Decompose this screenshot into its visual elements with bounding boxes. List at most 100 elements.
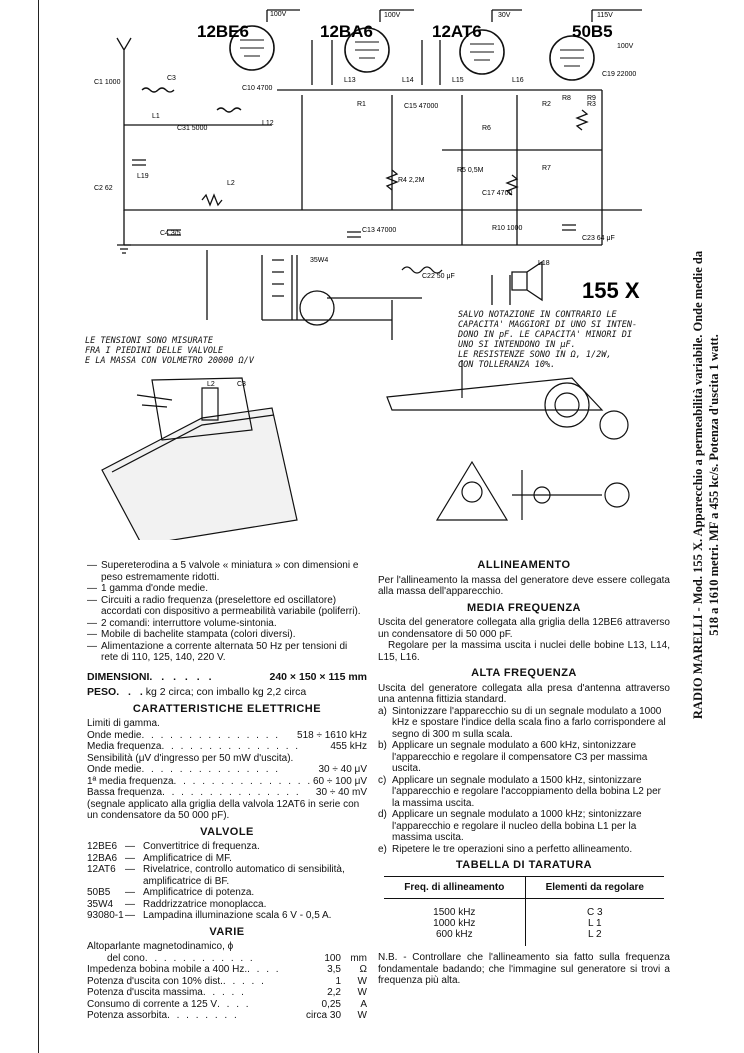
note-line: SALVO NOTAZIONE IN CONTRARIO LE	[458, 310, 617, 320]
allineamento-text: Per l'allineamento la massa del generato…	[378, 574, 670, 598]
side-title: RADIO MARELLI - Mod. 155 X. Apparecchio …	[690, 245, 742, 725]
component-label: C17 4700	[482, 190, 512, 197]
alignment-steps: a)Sintonizzare l'apparecchio su di un se…	[378, 706, 670, 856]
mf-text: Regolare per la massima uscita i nuclei …	[378, 640, 670, 663]
component-label: C4 3/5	[160, 230, 181, 237]
circuit-schematic: 12BE6 12BA6 12AT6 50B5 35W4 100V 100V 30…	[94, 9, 642, 540]
spec-row: Media frequenza. . . . . . . . . . . . .…	[87, 741, 367, 752]
allineamento-heading: ALLINEAMENTO	[477, 559, 571, 571]
volt-label: 100V	[384, 12, 401, 19]
varie-row: Potenza d'uscita con 10% dist. . . . . .…	[87, 975, 367, 987]
feature-item: —1 gamma d'onde medie.	[87, 583, 208, 594]
valve-label-12be6: 12BE6	[197, 22, 249, 41]
spec-row: Onde medie. . . . . . . . . . . . . . .5…	[87, 729, 367, 741]
valve-row: 12BE6—Convertitrice di frequenza.	[87, 841, 260, 852]
volt-label: 100V	[270, 11, 287, 18]
varie-intro: Altoparlante magnetodinamico, ϕ	[87, 941, 234, 952]
tabella-heading: TABELLA DI TARATURA	[455, 859, 593, 871]
caratteristiche-heading: CARATTERISTICHE ELETTRICHE	[132, 702, 322, 715]
note-line: CON TOLLERANZA 10%.	[458, 360, 556, 370]
component-label: L12	[262, 120, 274, 127]
valve-row: 50B5—Amplificatrice di potenza.	[87, 887, 255, 898]
alignment-step: d)Applicare un segnale modulato a 1000 k…	[378, 809, 642, 843]
nb-note: N.B. - Controllare che l'allineamento si…	[378, 952, 670, 986]
component-label: L15	[452, 77, 464, 84]
volt-label: 115V	[597, 12, 613, 19]
valve-label-12ba6: 12BA6	[320, 22, 373, 41]
component-label: L13	[344, 77, 356, 84]
rectifier-label: 35W4	[310, 257, 328, 264]
component-label: C19 22000	[602, 71, 636, 78]
component-label: C10 4700	[242, 85, 272, 92]
component-label: C13 47000	[362, 227, 396, 234]
calibration-table: Freq. di allineamento Elementi da regola…	[384, 875, 664, 946]
note-line: DONO IN pF. LE CAPACITA' MINORI DI	[458, 330, 632, 340]
spec-row: 1ª media frequenza. . . . . . . . . . . …	[87, 775, 367, 787]
alignment-column: ALLINEAMENTO Per l'allineamento la massa…	[378, 559, 670, 987]
valve-label-50b5: 50B5	[572, 22, 613, 41]
mf-text: Uscita del generatore collegata alla gri…	[378, 617, 670, 640]
side-title-line: 518 a 1610 metri. MF a 455 kc/s. Potenza…	[707, 334, 721, 636]
note-line: FRA I PIEDINI DELLE VALVOLE	[85, 346, 224, 356]
component-label: R10 1000	[492, 225, 522, 232]
component-label: C1 1000	[94, 79, 121, 86]
feature-item: —2 comandi: interruttore volume-sintonia…	[87, 617, 277, 629]
af-text: Uscita del generatore collegata alla pre…	[378, 682, 670, 706]
feature-item: —Circuiti a radio frequenza (preselettor…	[87, 594, 361, 618]
limiti-label: Limiti di gamma.	[87, 718, 160, 729]
note-line: LE TENSIONI SONO MISURATE	[85, 336, 213, 346]
spec-row: Onde medie. . . . . . . . . . . . . . .3…	[87, 764, 367, 775]
varie-row: Impedenza bobina mobile a 400 Hz. . . . …	[87, 964, 367, 975]
note-line: UNO SI INTENDONO IN μF.	[458, 340, 576, 350]
component-label: L18	[538, 260, 550, 267]
dimensioni-row: DIMENSIONI. . . . . .240 × 150 × 115 mm	[87, 670, 367, 683]
component-label: R9	[587, 95, 596, 102]
page-margin-rule	[38, 0, 39, 1053]
component-label: C23 64 μF	[582, 235, 615, 242]
valve-row: 12AT6—Rivelatrice, controllo automatico …	[87, 864, 345, 887]
alta-frequenza-heading: ALTA FREQUENZA	[471, 667, 577, 679]
components-note: SALVO NOTAZIONE IN CONTRARIO LE CAPACITA…	[458, 310, 637, 370]
feature-item: —Alimentazione a corrente alternata 50 H…	[87, 640, 348, 664]
table-header: Elementi da regolare	[525, 875, 664, 899]
valve-row: 12BA6—Amplificatrice di MF.	[87, 852, 232, 864]
component-label: L2	[207, 381, 215, 388]
component-label: L1	[152, 113, 160, 120]
component-label: R8	[562, 95, 571, 102]
alignment-step: a)Sintonizzare l'apparecchio su di un se…	[378, 705, 666, 740]
media-frequenza-heading: MEDIA FREQUENZA	[466, 601, 582, 614]
spec-row: Sensibilità (μV d'ingresso per 50 mW d'u…	[87, 752, 294, 764]
component-label: C15 47000	[404, 103, 438, 110]
specs-column: —Supereterodina a 5 valvole « miniatura …	[87, 560, 367, 1022]
volt-label: 30V	[498, 12, 511, 19]
component-label: R2	[542, 101, 551, 108]
note-line: E LA MASSA CON VOLMETRO 20000 Ω/V	[85, 356, 254, 366]
varie-heading: VARIE	[209, 925, 245, 938]
feature-item: —Mobile di bachelite stampata (colori di…	[87, 629, 296, 640]
component-label: C31 5000	[177, 125, 207, 132]
valve-row: 35W4—Raddrizzatrice monoplacca.	[87, 898, 267, 910]
note-line: CAPACITA' MAGGIORI DI UNO SI INTEN-	[458, 320, 638, 330]
table-header: Freq. di allineamento	[384, 875, 526, 899]
alignment-step: c)Applicare un segnale modulato a 1500 k…	[378, 774, 661, 809]
specs-note: (segnale applicato alla griglia della va…	[87, 798, 360, 822]
component-label: C2 62	[94, 185, 113, 192]
peso-row: PESO . . . kg 2 circa; con imballo kg 2,…	[87, 686, 307, 698]
table-header-row: Freq. di allineamento Elementi da regola…	[384, 875, 664, 899]
valvole-heading: VALVOLE	[200, 825, 254, 838]
component-label: R6	[482, 125, 491, 132]
component-label: R7	[542, 165, 551, 172]
voltage-note: LE TENSIONI SONO MISURATE FRA I PIEDINI …	[85, 336, 254, 366]
component-label: L2	[227, 180, 235, 187]
component-label: R3	[587, 101, 596, 108]
varie-row: Potenza assorbita . . . . . . . .circa 3…	[87, 1010, 367, 1021]
component-label: C22 50 μF	[422, 273, 455, 280]
component-label: R4 2,2M	[398, 177, 425, 184]
valve-label-12at6: 12AT6	[432, 22, 482, 41]
model-label: 155 X	[582, 278, 640, 303]
